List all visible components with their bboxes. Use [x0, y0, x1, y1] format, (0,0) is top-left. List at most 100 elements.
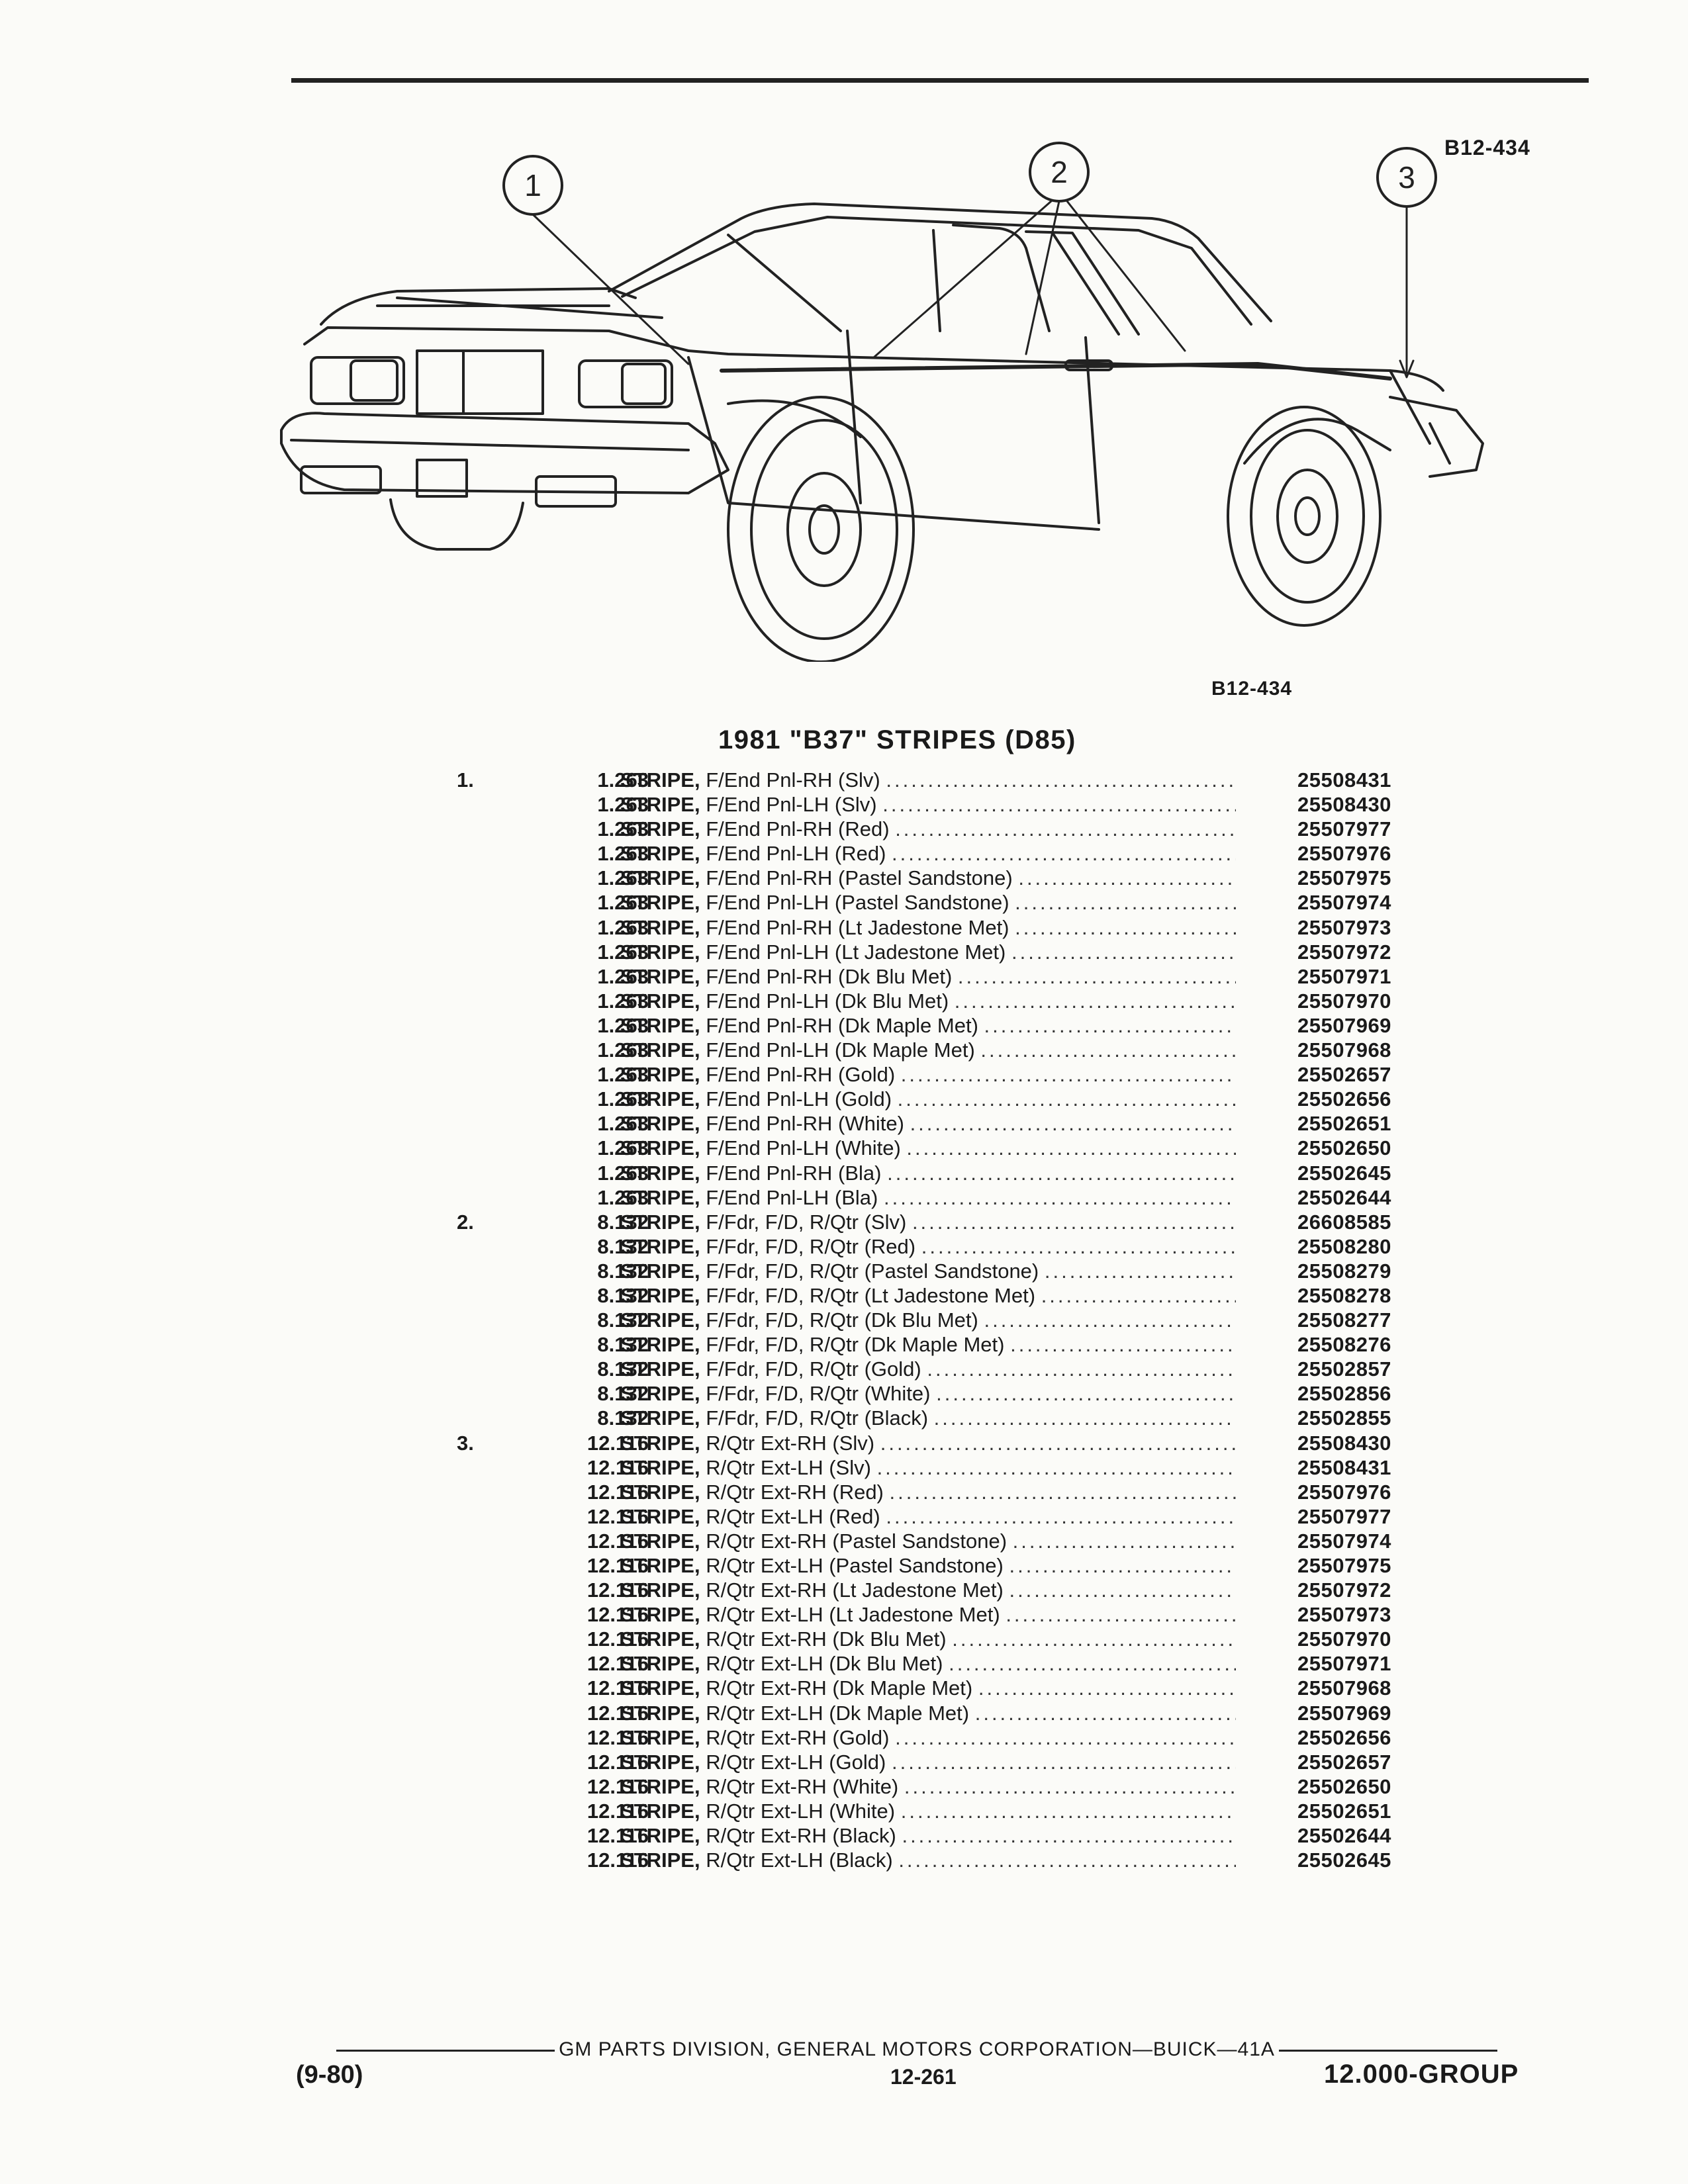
- part-number: 25502644: [1297, 1824, 1391, 1848]
- part-number: 25507968: [1297, 1676, 1391, 1700]
- part-number: 25508276: [1297, 1333, 1391, 1357]
- part-description: STRIPE, F/End Pnl-LH (Dk Blu Met) ......…: [620, 989, 1236, 1013]
- part-reference: 1.263: [597, 940, 649, 964]
- part-reference: 8.132: [597, 1333, 649, 1357]
- part-number: 25507969: [1297, 1701, 1391, 1725]
- part-number: 25507975: [1297, 866, 1391, 890]
- top-rule: [291, 78, 1589, 83]
- part-reference: 1.263: [597, 1013, 649, 1037]
- figure-id-bottom: B12-434: [1211, 678, 1293, 700]
- part-number: 25502856: [1297, 1382, 1391, 1406]
- footer-publisher-text: GM PARTS DIVISION, GENERAL MOTORS CORPOR…: [559, 2038, 1275, 2060]
- part-description: STRIPE, R/Qtr Ext-RH (Slv) .............…: [620, 1431, 1236, 1455]
- part-reference: 8.132: [597, 1259, 649, 1283]
- footer-page-number: 12-261: [890, 2065, 957, 2089]
- part-reference: 8.132: [597, 1357, 649, 1381]
- part-reference: 8.132: [597, 1406, 649, 1430]
- part-number: 25502857: [1297, 1357, 1391, 1381]
- part-reference: 12.116: [586, 1603, 649, 1627]
- footer-group: 12.000-GROUP: [1324, 2060, 1519, 2089]
- part-reference: 1.263: [597, 915, 649, 939]
- part-reference: 1.263: [597, 964, 649, 988]
- part-reference: 12.116: [586, 1725, 649, 1749]
- part-number: 25508431: [1297, 768, 1391, 792]
- part-number: 25507976: [1297, 1480, 1391, 1504]
- part-item-number: 3.: [457, 1431, 474, 1455]
- part-reference: 8.132: [597, 1382, 649, 1406]
- part-description: STRIPE, R/Qtr Ext-RH (White) ...........…: [620, 1774, 1236, 1798]
- part-reference: 12.116: [586, 1799, 649, 1823]
- part-number: 25507971: [1297, 964, 1391, 988]
- part-description: STRIPE, F/End Pnl-RH (Lt Jadestone Met) …: [620, 915, 1236, 939]
- page-title: 1981 "B37" STRIPES (D85): [718, 725, 1076, 754]
- part-description: STRIPE, F/End Pnl-RH (Red) .............…: [620, 817, 1236, 841]
- part-reference: 1.263: [597, 989, 649, 1013]
- part-reference: 12.116: [586, 1676, 649, 1700]
- part-description: STRIPE, R/Qtr Ext-LH (Lt Jadestone Met) …: [620, 1603, 1236, 1627]
- part-number: 25502650: [1297, 1136, 1391, 1160]
- part-description: STRIPE, R/Qtr Ext-RH (Red) .............…: [620, 1480, 1236, 1504]
- part-number: 25502651: [1297, 1799, 1391, 1823]
- part-number: 25507973: [1297, 1603, 1391, 1627]
- part-description: STRIPE, R/Qtr Ext-LH (Dk Blu Met) ......…: [620, 1652, 1236, 1676]
- part-description: STRIPE, R/Qtr Ext-LH (Dk Maple Met) ....…: [620, 1701, 1236, 1725]
- part-number: 25502645: [1297, 1848, 1391, 1872]
- part-reference: 1.263: [597, 1136, 649, 1160]
- callout-2: 2: [1051, 155, 1068, 189]
- part-number: 25507977: [1297, 817, 1391, 841]
- part-reference: 12.116: [586, 1652, 649, 1676]
- part-number: 25508279: [1297, 1259, 1391, 1283]
- part-reference: 12.116: [586, 1701, 649, 1725]
- part-number: 25508430: [1297, 793, 1391, 817]
- part-number: 25502855: [1297, 1406, 1391, 1430]
- part-description: STRIPE, F/End Pnl-LH (Gold) ............…: [620, 1087, 1236, 1111]
- part-number: 25507970: [1297, 1627, 1391, 1651]
- part-reference: 12.116: [586, 1431, 649, 1455]
- part-reference: 1.263: [597, 1161, 649, 1185]
- part-reference: 8.132: [597, 1234, 649, 1258]
- part-description: STRIPE, R/Qtr Ext-RH (Dk Blu Met) ......…: [620, 1627, 1236, 1651]
- part-number: 25507977: [1297, 1504, 1391, 1528]
- part-number: 25502650: [1297, 1774, 1391, 1798]
- part-reference: 8.132: [597, 1210, 649, 1234]
- part-number: 25508277: [1297, 1308, 1391, 1332]
- part-number: 25502657: [1297, 1750, 1391, 1774]
- part-description: STRIPE, F/End Pnl-LH (Slv) .............…: [620, 793, 1236, 817]
- part-description: STRIPE, F/Fdr, F/D, R/Qtr (White) ......…: [620, 1382, 1236, 1406]
- part-reference: 1.263: [597, 1112, 649, 1136]
- part-reference: 12.116: [586, 1480, 649, 1504]
- part-description: STRIPE, F/Fdr, F/D, R/Qtr (Gold) .......…: [620, 1357, 1236, 1381]
- part-reference: 8.132: [597, 1308, 649, 1332]
- part-number: 25507971: [1297, 1652, 1391, 1676]
- part-description: STRIPE, F/Fdr, F/D, R/Qtr (Slv) ........…: [620, 1210, 1236, 1234]
- part-number: 25502656: [1297, 1725, 1391, 1749]
- part-description: STRIPE, R/Qtr Ext-LH (Black) ...........…: [620, 1848, 1236, 1872]
- part-description: STRIPE, R/Qtr Ext-RH (Lt Jadestone Met) …: [620, 1578, 1236, 1602]
